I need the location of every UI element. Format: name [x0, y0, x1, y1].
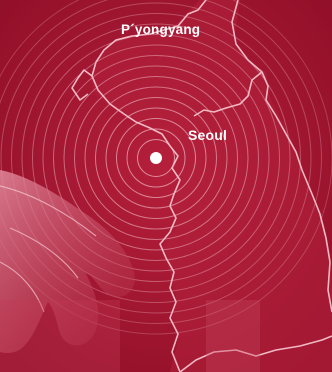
city-label-pyongyang: P´yongyang — [121, 22, 201, 37]
seoul-marker — [150, 152, 162, 164]
ring — [116, 118, 196, 198]
concentric-rings — [0, 0, 332, 335]
ring — [11, 13, 301, 303]
ring — [84, 86, 228, 230]
ring — [42, 44, 270, 272]
city-label-seoul: Seoul — [188, 127, 228, 143]
ring — [74, 76, 238, 240]
ring — [126, 128, 186, 188]
ring — [53, 55, 259, 261]
ring — [0, 0, 322, 324]
ring — [63, 65, 249, 251]
ring — [32, 34, 280, 282]
ring — [95, 97, 217, 219]
ring — [0, 0, 332, 335]
ring — [137, 139, 175, 177]
ring — [0, 2, 312, 314]
coastline — [71, 0, 332, 372]
ring — [21, 23, 291, 293]
hand-silhouette — [0, 170, 260, 372]
ring — [105, 107, 207, 209]
land-area — [90, 0, 332, 372]
